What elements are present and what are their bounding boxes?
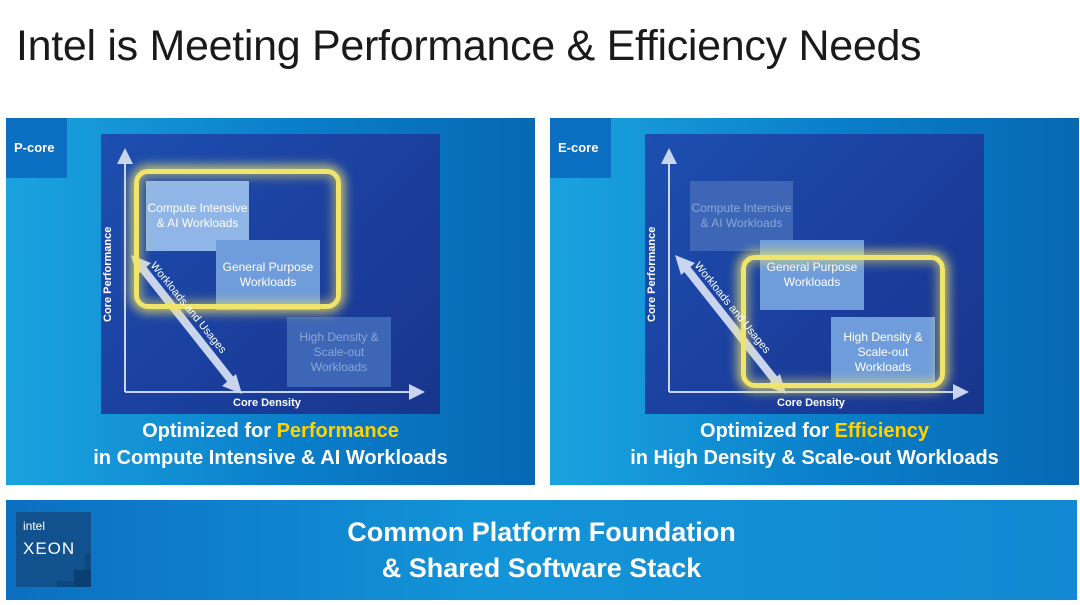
diagonal-arrow-line <box>135 261 238 387</box>
e-core-chart: Compute Intensive & AI Workloads General… <box>645 134 984 414</box>
highlight-glow <box>134 169 341 309</box>
logo-brand: intel <box>23 519 46 533</box>
logo-square-decoration <box>57 581 74 587</box>
box-high-density: High Density & Scale-out Workloads <box>287 317 391 387</box>
diagonal-arrow-head-down <box>222 374 242 394</box>
page-title: Intel is Meeting Performance & Efficienc… <box>16 22 922 70</box>
footer-text: Common Platform Foundation & Shared Soft… <box>106 514 977 586</box>
diagonal-arrow-line <box>679 261 782 387</box>
p-core-axes <box>117 148 425 400</box>
x-axis-label: Core Density <box>233 397 301 409</box>
box-general-purpose: General Purpose Workloads <box>216 240 320 310</box>
p-core-panel: P-core Compute Intensive & AI Workloads … <box>6 118 535 485</box>
platform-footer: intel XEON Common Platform Foundation & … <box>6 500 1077 600</box>
caption-prefix: Optimized for <box>700 420 835 442</box>
caption-line2: in Compute Intensive & AI Workloads <box>93 447 448 469</box>
box-compute-ai: Compute Intensive & AI Workloads <box>690 181 793 251</box>
diagonal-arrow-head-up <box>675 255 695 275</box>
e-core-panel: E-core Compute Intensive & AI Workloads … <box>550 118 1079 485</box>
p-core-chart: Compute Intensive & AI Workloads General… <box>101 134 440 414</box>
y-axis-label: Core Performance <box>102 226 114 322</box>
box-general-purpose: General Purpose Workloads <box>760 240 864 310</box>
box-compute-ai: Compute Intensive & AI Workloads <box>146 181 249 251</box>
caption-prefix: Optimized for <box>142 420 277 442</box>
caption-highlight: Efficiency <box>834 420 929 442</box>
e-core-tag: E-core <box>550 118 611 178</box>
p-core-caption: Optimized for Performance in Compute Int… <box>6 418 535 472</box>
footer-line2: & Shared Software Stack <box>381 553 702 583</box>
logo-square-decoration <box>85 553 91 570</box>
footer-line1: Common Platform Foundation <box>347 517 736 547</box>
box-high-density: High Density & Scale-out Workloads <box>831 317 935 387</box>
highlight-glow <box>741 255 945 388</box>
caption-line2: in High Density & Scale-out Workloads <box>630 447 999 469</box>
logo-product: XEON <box>23 539 76 558</box>
y-axis-label: Core Performance <box>646 226 658 322</box>
x-axis-label: Core Density <box>777 397 845 409</box>
e-core-caption: Optimized for Efficiency in High Density… <box>550 418 1079 472</box>
p-core-tag: P-core <box>6 118 67 178</box>
intel-xeon-logo: intel XEON <box>16 512 91 587</box>
caption-highlight: Performance <box>276 420 399 442</box>
logo-square-decoration <box>74 570 91 587</box>
